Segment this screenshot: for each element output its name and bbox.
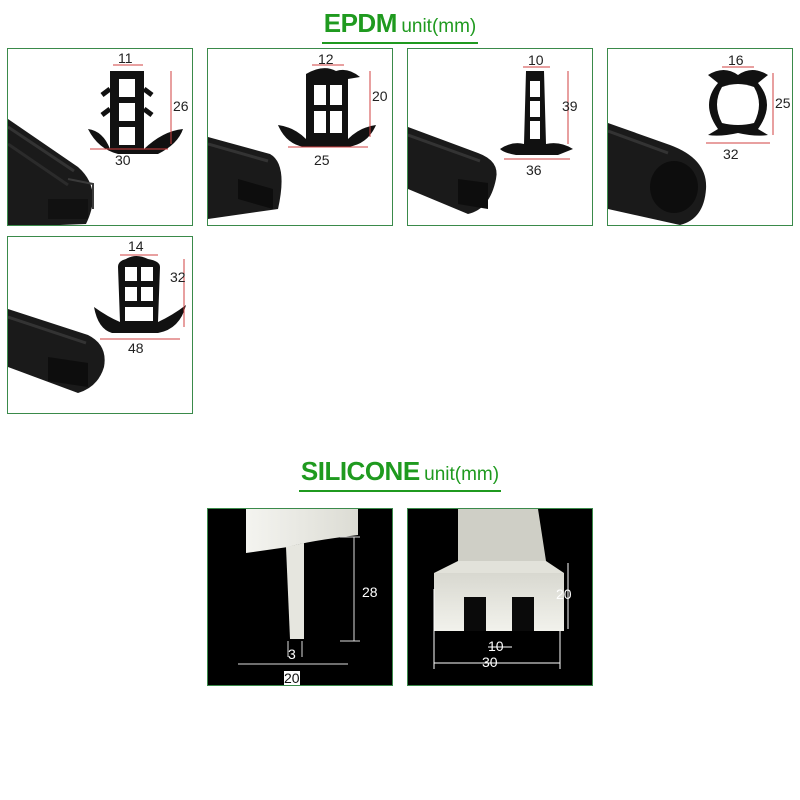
profile-4-side-dim: 25 bbox=[775, 95, 791, 111]
profile-4-top-dim: 16 bbox=[728, 52, 744, 68]
profile-1-top-dim: 11 bbox=[118, 50, 133, 66]
epdm-title: EPDM bbox=[323, 8, 398, 38]
silicone-profile-2-illustration bbox=[433, 509, 569, 669]
epdm-profile-2-illustration bbox=[208, 64, 376, 219]
epdm-profile-4-illustration bbox=[608, 66, 774, 225]
silicone-1-stem-dim: 3 bbox=[288, 646, 296, 662]
epdm-profile-card-5: 14 32 48 bbox=[7, 236, 193, 414]
epdm-profile-card-2: 12 20 25 bbox=[207, 48, 393, 226]
silicone-unit: unit(mm) bbox=[424, 464, 500, 485]
epdm-profile-1-illustration bbox=[8, 64, 183, 225]
silicone-1-height-dim: 28 bbox=[362, 584, 378, 600]
profile-2-top-dim: 12 bbox=[318, 51, 334, 67]
profile-2-side-dim: 20 bbox=[372, 88, 388, 104]
epdm-profile-card-4: 16 25 32 bbox=[607, 48, 793, 226]
silicone-2-height-dim: 20 bbox=[556, 586, 572, 602]
silicone-profile-1-illustration bbox=[238, 509, 360, 665]
profile-2-bottom-dim: 25 bbox=[314, 152, 330, 168]
profile-1-side-dim: 26 bbox=[173, 98, 189, 114]
epdm-heading: EPDM unit(mm) bbox=[0, 10, 800, 44]
silicone-2-inner-dim: 10 bbox=[488, 638, 504, 654]
silicone-profile-card-1: 28 3 20 bbox=[207, 508, 393, 686]
profile-5-bottom-dim: 48 bbox=[128, 340, 144, 356]
epdm-profile-card-1: 11 26 30 bbox=[7, 48, 193, 226]
profile-5-side-dim: 32 bbox=[170, 269, 186, 285]
epdm-unit: unit(mm) bbox=[401, 16, 477, 37]
profile-3-side-dim: 39 bbox=[562, 98, 578, 114]
profile-5-top-dim: 14 bbox=[128, 238, 144, 254]
silicone-profile-card-2: 20 10 30 bbox=[407, 508, 593, 686]
profile-3-bottom-dim: 36 bbox=[526, 162, 542, 178]
epdm-profile-card-3: 10 39 36 bbox=[407, 48, 593, 226]
epdm-profile-3-illustration bbox=[408, 66, 573, 214]
silicone-2-width-dim: 30 bbox=[482, 654, 498, 670]
silicone-heading: SILICONE unit(mm) bbox=[0, 458, 800, 492]
profile-1-bottom-dim: 30 bbox=[115, 152, 131, 168]
silicone-1-width-dim: 20 bbox=[284, 670, 300, 686]
profile-4-bottom-dim: 32 bbox=[723, 146, 739, 162]
silicone-title: SILICONE bbox=[300, 456, 420, 486]
epdm-profile-5-illustration bbox=[8, 254, 186, 393]
profile-3-top-dim: 10 bbox=[528, 52, 544, 68]
